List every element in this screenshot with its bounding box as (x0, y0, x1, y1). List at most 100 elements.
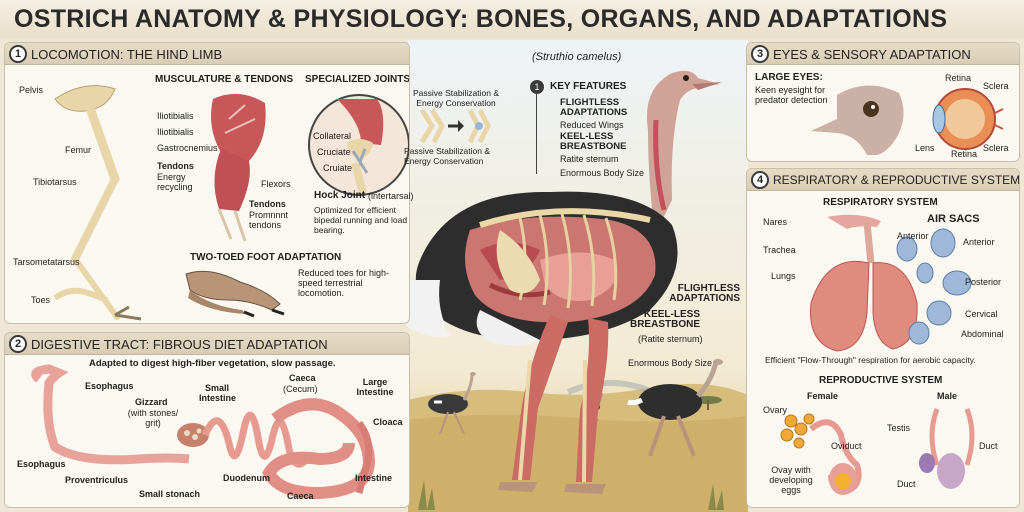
panel-header: 4 RESPIRATORY & REPRODUCTIVE SYSTEMS (747, 169, 1019, 191)
passive-stabilization-bottom: Passive Stabilization & Energy Conservat… (404, 146, 490, 166)
label-duodenum: Duodenum (223, 473, 270, 483)
label-sclera-bottom: Sclera (983, 143, 1009, 153)
panel-header: 2 DIGESTIVE TRACT: FIBROUS DIET ADAPTATI… (5, 333, 409, 355)
respiratory-illustration (810, 214, 972, 352)
label-gizzard-sub: (with stones/ grit) (127, 408, 179, 428)
air-sacs-heading: AIR SACS (927, 213, 980, 225)
label-caeca: Caeca (289, 373, 316, 383)
two-toed-description: Reduced toes for high-speed terrestrial … (298, 268, 390, 298)
digestive-tract-illustration (31, 364, 376, 500)
panel-title: RESPIRATORY & REPRODUCTIVE SYSTEMS (773, 173, 1020, 187)
joints-heading: SPECIALIZED JOINTS & LIGAMENTS (305, 74, 410, 85)
panel-respiratory-reproductive: 4 RESPIRATORY & REPRODUCTIVE SYSTEMS RES… (746, 168, 1020, 508)
panel-header: 1 LOCOMOTION: THE HIND LIMB (5, 43, 409, 65)
label-tendons: Tendons (157, 161, 194, 171)
label-femur: Femur (65, 145, 92, 155)
key-ratite: Ratite sternum (560, 154, 619, 164)
label-small-intestine: Small Intestine (199, 383, 237, 403)
hock-joint-title: Hock Joint (314, 190, 366, 201)
species-name: (Struthio camelus) (532, 51, 622, 63)
center-flightless: FLIGHTLESS ADAPTATIONS (669, 283, 740, 304)
label-caeca-sub: (Cecum) (283, 384, 318, 394)
label-cervical: Cervical (965, 309, 998, 319)
label-oviduct: Oviduct (831, 441, 862, 451)
label-tarsometatarsus: Tarsometatarsus (13, 257, 80, 267)
panel-eyes: 3 EYES & SENSORY ADAPTATION LARGE EYES: … (746, 42, 1020, 162)
label-anterior-2: Anterior (963, 237, 995, 247)
passive-stabilization-header: Passive Stabilization & Energy Conservat… (413, 88, 499, 108)
page-title: OSTRICH ANATOMY & PHYSIOLOGY: BONES, ORG… (14, 5, 948, 33)
main-ostrich-illustration (395, 70, 722, 494)
two-toed-foot (185, 270, 285, 318)
label-esophagus-left: Esophagus (17, 459, 66, 469)
label-iliotibialis-2: Iliotibialis (157, 127, 194, 137)
title-bar: OSTRICH ANATOMY & PHYSIOLOGY: BONES, ORG… (0, 0, 1024, 38)
label-testis: Testis (887, 423, 911, 433)
center-body-size: Enormous Body Size (628, 358, 713, 368)
hock-joint-description: Optimized for efficient bipedal running … (314, 205, 408, 235)
background-ostrich-left (428, 372, 476, 435)
respiratory-heading: RESPIRATORY SYSTEM (823, 197, 938, 208)
key-keel-less: KEEL-LESS BREASTBONE (560, 131, 627, 152)
hock-joint-subtitle: (intertarsal) (368, 191, 414, 201)
panel-number: 4 (751, 171, 769, 189)
hind-limb-skeleton (54, 85, 142, 321)
label-lungs: Lungs (771, 271, 796, 281)
label-prominent-tendons: Promnnnt tendons (249, 210, 289, 230)
panel-title: DIGESTIVE TRACT: FIBROUS DIET ADAPTATION (31, 337, 328, 352)
label-iliotibialis-1: Iliotibialis (157, 111, 194, 121)
label-cruiate: Cruiate (323, 163, 353, 173)
panel-header: 3 EYES & SENSORY ADAPTATION (747, 43, 1019, 65)
flow-through-note: Efficient "Flow-Through" respiration for… (765, 355, 976, 365)
label-cruciate: Cruciate (317, 147, 351, 157)
label-esophagus-top: Esophagus (85, 381, 134, 391)
panel-title: EYES & SENSORY ADAPTATION (773, 47, 971, 62)
male-reproductive-illustration (919, 408, 975, 489)
key-reduced-wings: Reduced Wings (560, 120, 624, 130)
label-toes: Toes (31, 295, 51, 305)
knee-joint-circle (308, 94, 409, 196)
label-pelvis: Pelvis (19, 85, 44, 95)
eye-cross-section (932, 88, 1004, 150)
digestive-subtitle: Adapted to digest high-fiber vegetation,… (89, 358, 336, 369)
label-tendons-energy: Energy recycling (157, 172, 193, 192)
label-flexors: Flexors (261, 179, 291, 189)
label-lens: Lens (915, 143, 935, 153)
key-flightless: FLIGHTLESS ADAPTATIONS (560, 97, 628, 118)
label-gizzard: Gizzard (135, 397, 168, 407)
label-tibiotarsus: Tibiotarsus (33, 177, 77, 187)
large-eyes-label: LARGE EYES: (755, 72, 823, 83)
label-retina-bottom: Retina (951, 149, 978, 159)
label-retina-top: Retina (945, 73, 972, 83)
center-keel-less: KEEL-LESS BREASTBONE (629, 309, 700, 330)
label-cloaca: Cloaca (373, 417, 403, 427)
eyes-description: Keen eyesight for predator detection (755, 85, 828, 105)
label-caeca-bottom: Caeca (287, 491, 314, 501)
panel-number: 2 (9, 335, 27, 353)
label-ovay-eggs: Ovay with developing eggs (769, 465, 813, 495)
key-body-size: Enormous Body Size (560, 168, 645, 178)
joint-pair-icons (419, 108, 491, 144)
foot-bones (53, 287, 109, 303)
label-large-intestine: Large Intestine (356, 377, 394, 397)
key-connector (536, 94, 537, 174)
key-heading: KEY FEATURES (550, 81, 627, 92)
label-trachea: Trachea (763, 245, 796, 255)
panel-number: 3 (751, 45, 769, 63)
label-duct-2: Duct (897, 479, 916, 489)
label-intestine: Intestine (355, 473, 393, 483)
label-small-stomach: Small stonach (139, 489, 201, 499)
key-features: 1 KEY FEATURES FLIGHTLESS ADAPTATIONS Re… (530, 78, 660, 178)
ostrich-head-illustration (811, 85, 904, 155)
background-ostrich-right (627, 359, 723, 457)
label-collateral: Collateral (313, 131, 352, 141)
female-reproductive-illustration (780, 413, 862, 495)
panel-digestive: 2 DIGESTIVE TRACT: FIBROUS DIET ADAPTATI… (4, 332, 410, 508)
label-proventriculus: Proventriculus (65, 475, 129, 485)
label-ovary: Ovary (763, 405, 788, 415)
label-sclera-top: Sclera (983, 81, 1009, 91)
muscle-illustration (211, 93, 266, 242)
label-tendons-2: Tendons (249, 199, 286, 209)
label-anterior-1: Anterior (897, 231, 929, 241)
panel-title: LOCOMOTION: THE HIND LIMB (31, 47, 223, 62)
